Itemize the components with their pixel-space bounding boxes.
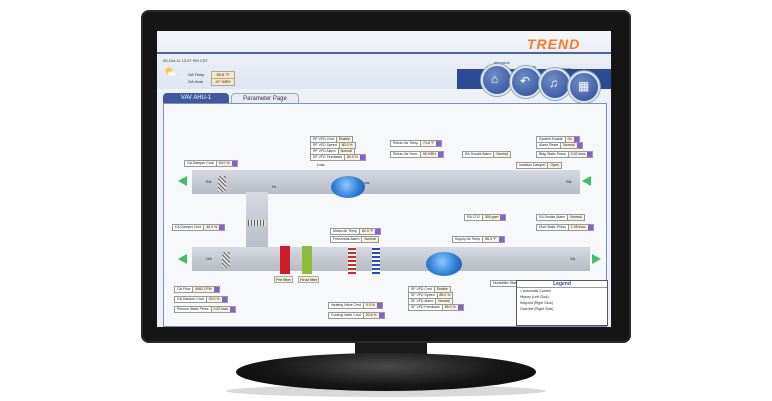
weather-sun-icon <box>165 67 177 77</box>
cooling-coil <box>372 246 380 274</box>
bms-screen: TREND 09-Oct-11 12:07 PM CST OA Temp 59.… <box>157 31 611 327</box>
sa-arrow <box>592 254 601 264</box>
supply-duct <box>192 247 590 271</box>
low-label-2: Low <box>362 180 370 185</box>
legend: Legend = Automatic Control History (Left… <box>516 280 608 326</box>
legend-item-history: History (Left Click) <box>520 295 549 299</box>
return-fan[interactable] <box>331 176 365 198</box>
legend-item-setpoint: Setpoint (Right Click) <box>520 301 553 305</box>
monitor-base <box>236 353 536 391</box>
final-filter <box>302 246 312 274</box>
oa-arrow <box>178 254 187 264</box>
legend-item-auto: = Automatic Control <box>520 289 551 293</box>
schedule-icon: ▦ <box>578 79 590 93</box>
nav-home-button[interactable]: ⌂ <box>481 64 513 96</box>
ra-label: RA <box>566 179 572 184</box>
pre-filter-label: Pre filter <box>274 276 293 283</box>
ra-arrow <box>582 176 591 186</box>
supply-fan[interactable] <box>426 252 462 276</box>
oa-label: OA <box>206 256 212 261</box>
return-duct <box>192 170 580 194</box>
header-rule <box>157 52 611 54</box>
low-label: Low <box>317 162 325 167</box>
pre-filter <box>280 246 290 274</box>
oa-hum-value: 47 %RH <box>211 78 235 86</box>
legend-item-override: Override (Right Click) <box>520 307 554 311</box>
monitor-frame: TREND 09-Oct-11 12:07 PM CST OA Temp 59.… <box>141 10 631 343</box>
oa-temp-label: OA Temp <box>188 72 205 77</box>
nav-previous-label: PREVIOUS <box>494 61 510 65</box>
heating-coil <box>348 246 356 274</box>
ea-damper[interactable] <box>218 176 226 192</box>
ahu-graphic-pane: EA OA RA SA Hi Low Low Pre filter Final … <box>163 103 608 327</box>
datetime: 09-Oct-11 12:07 PM CST <box>163 58 208 63</box>
trend-logo: TREND <box>527 36 581 52</box>
ea-label: EA <box>206 179 212 184</box>
ea-arrow <box>178 176 187 186</box>
oa-damper[interactable] <box>222 252 230 268</box>
return-air-hum[interactable]: Return Air Hum.50 %RH <box>390 151 444 158</box>
sa-label: SA <box>570 256 576 261</box>
bell-icon: ♫ <box>549 76 558 90</box>
final-filter-label: Final filter <box>298 276 320 283</box>
hi-label: Hi <box>272 184 276 189</box>
tab-vav-ahu-1[interactable]: VAV AHU-1 <box>163 93 229 103</box>
oa-hum-label: OA Hum <box>188 79 204 84</box>
home-icon: ⌂ <box>491 72 499 86</box>
mixing-damper[interactable] <box>248 220 266 226</box>
nav-schedules-button[interactable]: ▦ <box>568 71 600 103</box>
legend-title: Legend <box>517 281 607 288</box>
back-icon: ↶ <box>520 74 531 88</box>
